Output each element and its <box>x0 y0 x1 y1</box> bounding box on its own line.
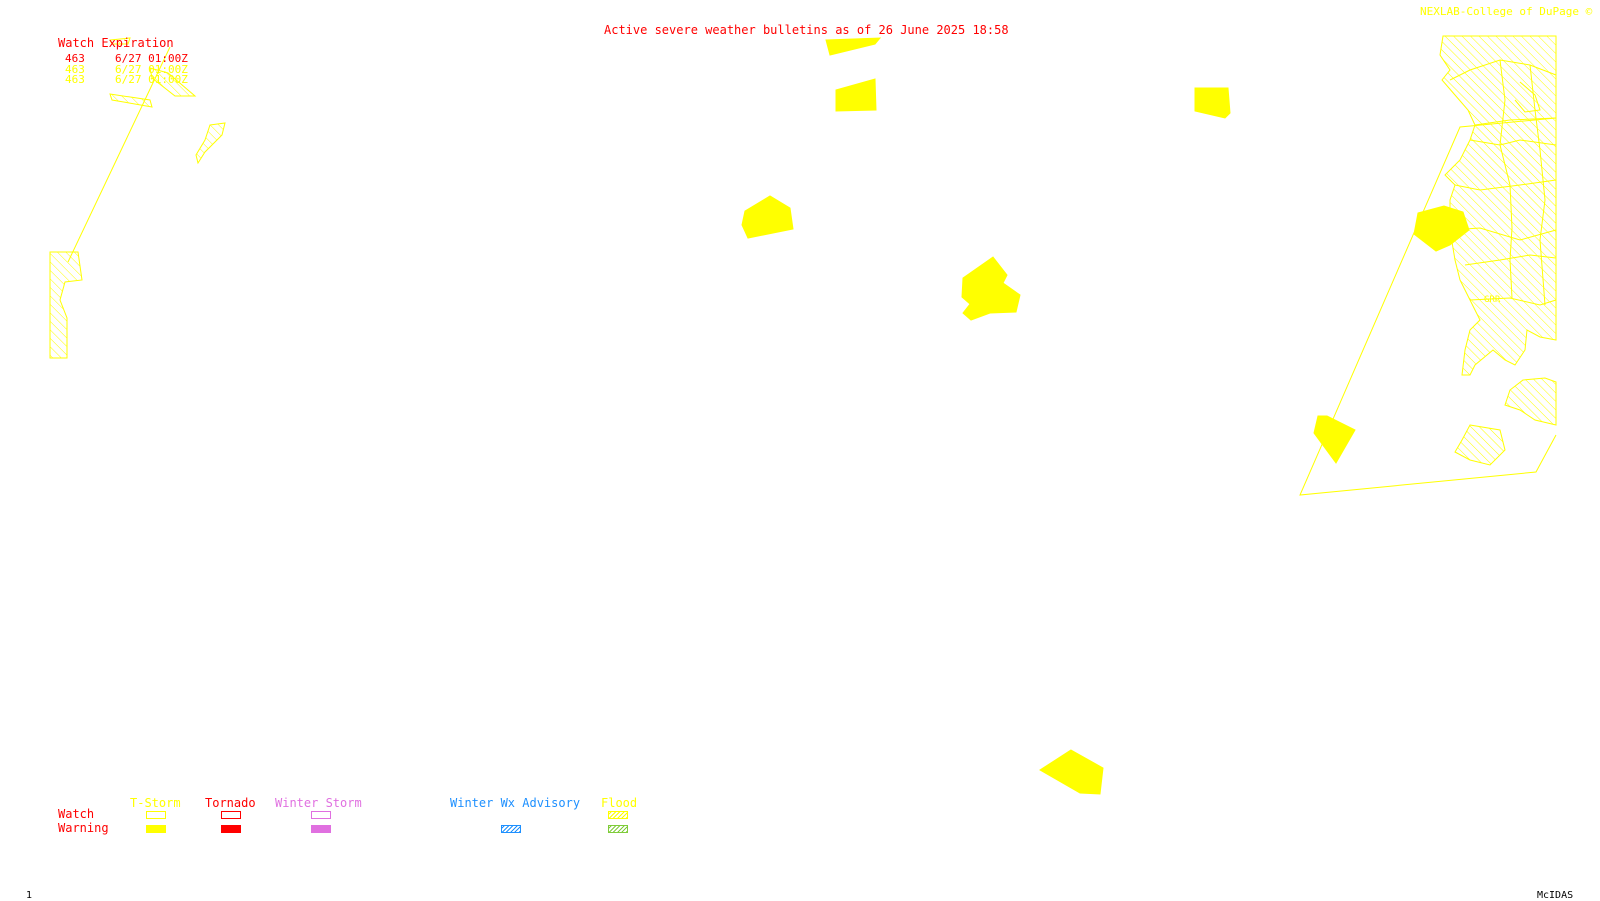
watch-row-expiry: 6/27 01:00Z <box>115 73 188 86</box>
bulletin-title: Active severe weather bulletins as of 26… <box>604 23 1009 37</box>
legend-row-warning: Warning <box>58 821 109 835</box>
watch-row-id: 463 <box>65 63 85 76</box>
legend-label-tstorm: T-Storm <box>130 796 181 810</box>
watch-row-id: 463 <box>65 73 85 86</box>
legend-label-flood: Flood <box>601 796 638 810</box>
west-watch-area <box>49 37 226 359</box>
legend-tstorm-warning <box>146 825 166 833</box>
legend-winter-storm-warning <box>311 825 331 833</box>
east-flood-area <box>1439 35 1557 466</box>
legend-label-winter-storm: Winter Storm <box>275 796 362 810</box>
legend-winter-advisory-warning <box>501 825 521 833</box>
source-credit: NEXLAB-College of DuPage © <box>1420 5 1593 18</box>
software-label: McIDAS <box>1537 890 1574 901</box>
legend-flood-watch <box>608 811 628 819</box>
legend-tornado-watch <box>221 811 241 819</box>
map-place-label: GRR <box>1484 295 1501 305</box>
watch-row-expiry: 6/27 01:00Z <box>115 63 188 76</box>
frame-number: 1 <box>26 890 33 901</box>
tstorm-warning-polygons <box>741 37 1470 795</box>
legend-tornado-warning <box>221 825 241 833</box>
east-county-lines <box>1449 59 1557 306</box>
watch-row-id: 463 <box>65 52 85 65</box>
legend-label-tornado: Tornado <box>205 796 256 810</box>
legend-row-watch: Watch <box>58 807 95 821</box>
legend-label-winter-advisory: Winter Wx Advisory <box>450 796 581 810</box>
legend-tstorm-watch <box>146 811 166 819</box>
legend-winter-storm-watch <box>311 811 331 819</box>
watch-row-expiry: 6/27 01:00Z <box>115 52 188 65</box>
watch-table-heading: Watch Expiration <box>58 36 174 50</box>
legend-flood-warning <box>608 825 628 833</box>
